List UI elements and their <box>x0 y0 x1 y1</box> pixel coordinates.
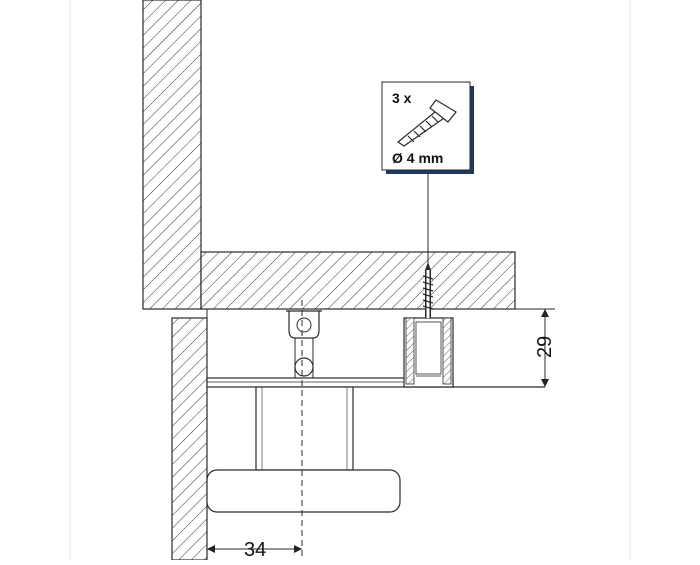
lower-side-panel <box>171 317 208 561</box>
width-dimension-value: 34 <box>244 539 266 560</box>
foot-stem <box>255 386 354 471</box>
height-dimension-value: 29 <box>534 336 556 358</box>
bracket-wall-left <box>405 317 415 385</box>
vertical-panel <box>142 0 202 310</box>
screw <box>422 262 434 318</box>
shelf-panel <box>200 251 516 310</box>
pin-upper-circle <box>296 317 312 333</box>
bracket-cavity <box>415 321 442 375</box>
screw-icon <box>396 99 457 147</box>
screw-quantity-label: 3 x <box>392 90 412 106</box>
screw-callout: 3 x Ø 4 mm <box>381 81 474 174</box>
pin-lower-circle <box>294 357 314 377</box>
height-dimension: 29 <box>515 308 556 387</box>
screw-diameter-label: Ø 4 mm <box>392 150 443 166</box>
bracket-wall-right <box>442 317 452 385</box>
foot-base <box>206 469 401 513</box>
width-dimension: 34 <box>206 512 302 561</box>
